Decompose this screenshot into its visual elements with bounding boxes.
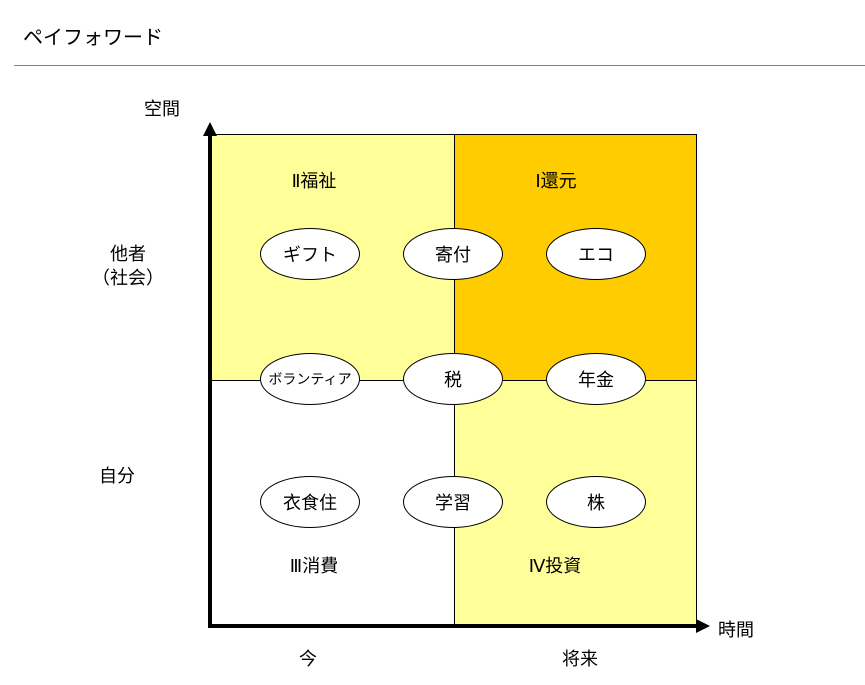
node-pension: 年金 xyxy=(546,353,646,405)
title-divider xyxy=(14,65,865,66)
page-title: ペイフォワード xyxy=(23,25,163,49)
y-axis-line xyxy=(208,134,212,628)
y-level-others: 他者 （社会） xyxy=(92,244,164,289)
quadrant-welfare-label: Ⅱ福祉 xyxy=(291,171,337,192)
y-axis-arrow-icon xyxy=(203,122,217,136)
y-level-self: 自分 xyxy=(99,466,135,487)
y-axis-title: 空間 xyxy=(144,99,180,120)
node-eco: エコ xyxy=(546,228,646,280)
x-level-future: 将来 xyxy=(562,649,598,670)
quadrant-return-label: Ⅰ還元 xyxy=(535,171,577,192)
node-donation: 寄付 xyxy=(403,228,503,280)
x-level-now: 今 xyxy=(299,649,317,670)
node-learning: 学習 xyxy=(403,476,503,528)
node-volunteer: ボランティア xyxy=(260,353,360,405)
node-clothing-food-housing: 衣食住 xyxy=(260,476,360,528)
x-axis-title: 時間 xyxy=(718,620,754,641)
x-axis-arrow-icon xyxy=(696,619,710,633)
node-gift: ギフト xyxy=(260,228,360,280)
quadrant-investment-label: Ⅳ投資 xyxy=(528,556,582,577)
node-stock: 株 xyxy=(546,476,646,528)
x-axis-line xyxy=(208,624,698,628)
quadrant-consumption-label: Ⅲ消費 xyxy=(289,556,339,577)
node-tax: 税 xyxy=(403,353,503,405)
